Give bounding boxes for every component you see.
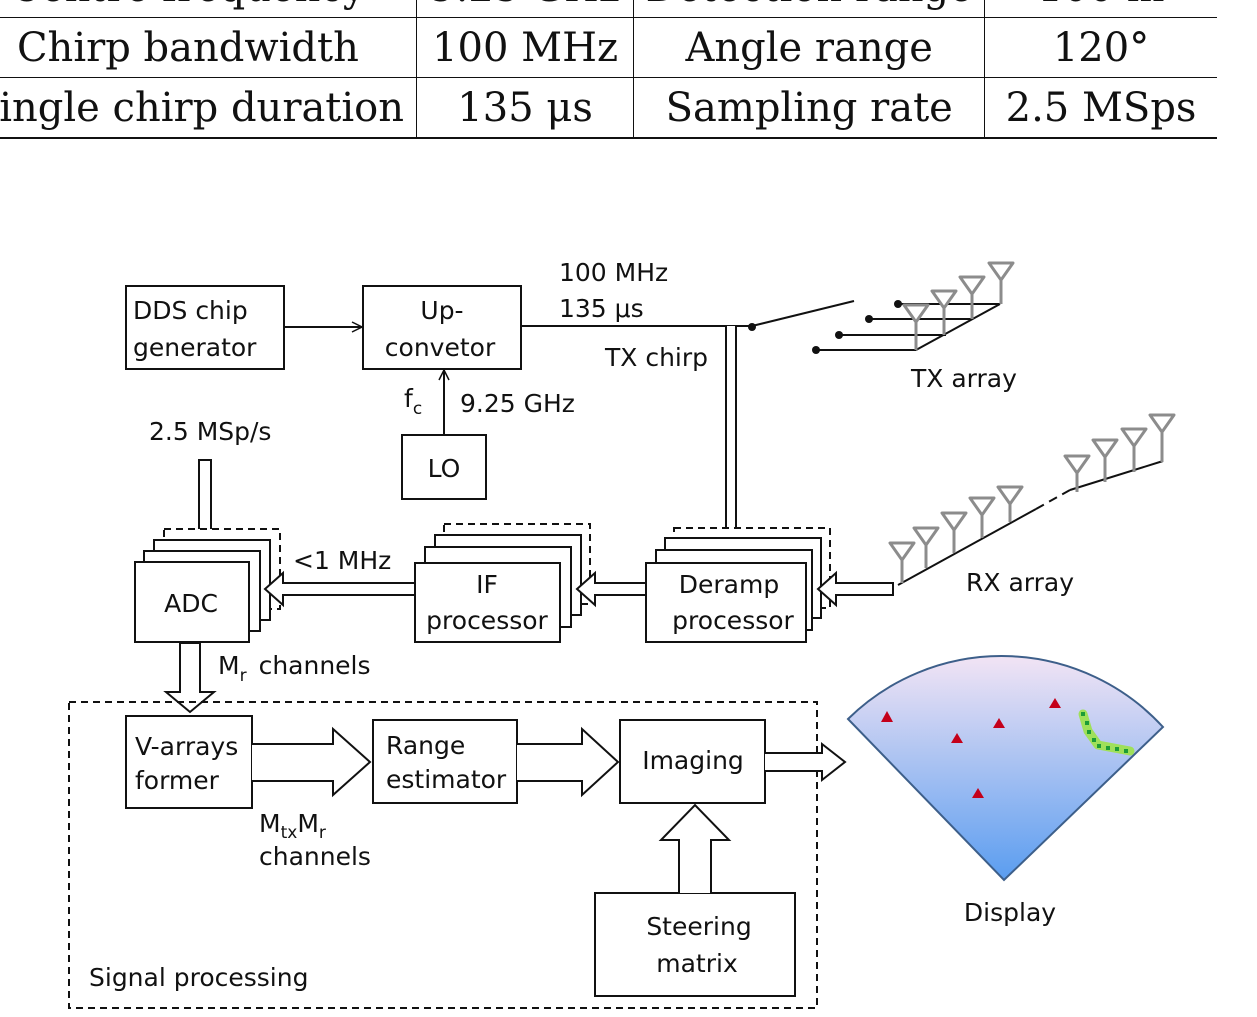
antenna-icon xyxy=(968,496,996,538)
range-label-2: estimator xyxy=(386,765,507,794)
adc-label: ADC xyxy=(164,589,218,618)
antenna-icon xyxy=(996,485,1024,522)
antenna-icon xyxy=(902,303,930,350)
table-cell: 100 MHz xyxy=(415,17,635,78)
deramp-processor-box xyxy=(645,527,831,643)
antenna-icon xyxy=(940,511,968,553)
steering-label-2: matrix xyxy=(656,949,738,978)
steering-label-1: Steering xyxy=(646,912,751,941)
imaging-box xyxy=(619,719,766,804)
if-processor-box xyxy=(414,523,591,643)
if-label-2: processor xyxy=(426,606,548,635)
antenna-icon xyxy=(958,275,986,319)
range-to-imaging-arrow xyxy=(517,726,620,798)
signal-processing-label: Signal processing xyxy=(89,963,308,992)
upconvertor-box xyxy=(362,285,522,370)
target-track xyxy=(1078,709,1135,756)
target-marker xyxy=(881,711,893,722)
rx-array xyxy=(897,460,1164,586)
antenna-icon xyxy=(912,526,940,568)
parameters-table: Centre frequency 9.25 GHz Detection rang… xyxy=(0,0,1217,139)
tx-array-label: TX array xyxy=(910,364,1017,393)
table-cell: 120° xyxy=(984,17,1217,78)
range-estimator-box xyxy=(372,719,518,804)
chirp-bandwidth-label: 100 MHz xyxy=(559,258,668,287)
antenna-icon xyxy=(987,261,1015,304)
varrays-label-1: V-arrays xyxy=(135,732,238,761)
table-cell: Angle range xyxy=(633,17,986,78)
rx-array-label: RX array xyxy=(966,568,1074,597)
adc-box xyxy=(134,528,281,643)
varrays-to-range-arrow xyxy=(252,726,372,798)
lo-frequency-label: 9.25 GHz xyxy=(460,389,575,418)
upconv-label-2: convetor xyxy=(385,333,496,362)
if-label-1: IF xyxy=(476,570,498,599)
tx-contact xyxy=(835,331,843,339)
table-cell: Chirp bandwidth xyxy=(0,17,417,78)
if-to-adc-arrow xyxy=(263,570,416,608)
signal-processing-region xyxy=(68,701,818,1009)
target-marker xyxy=(993,718,1005,728)
tx-chirp-label: TX chirp xyxy=(604,343,708,372)
tx-chirp-to-deramp-arrow xyxy=(715,326,747,554)
display-sector xyxy=(846,655,1165,882)
dds-label-2: generator xyxy=(133,333,257,362)
target-marker xyxy=(951,733,963,743)
antenna-icon xyxy=(1120,427,1148,472)
tx-switch xyxy=(751,300,855,327)
varrays-label-2: former xyxy=(135,766,220,795)
tx-contact xyxy=(812,346,820,354)
target-marker xyxy=(1049,698,1061,708)
chirp-duration-label: 135 μs xyxy=(559,294,644,323)
dds-label-1: DDS chip xyxy=(133,296,248,325)
deramp-label-1: Deramp xyxy=(679,570,779,599)
table-row: Centre frequency 9.25 GHz Detection rang… xyxy=(0,0,1217,18)
steering-matrix-box xyxy=(594,892,796,997)
tx-contact xyxy=(894,300,902,308)
lo-label: LO xyxy=(428,454,461,483)
tx-contact xyxy=(865,315,873,323)
table-row: Chirp bandwidth 100 MHz Angle range 120° xyxy=(0,17,1217,78)
table-row: Single chirp duration 135 μs Sampling ra… xyxy=(0,77,1217,139)
table-cell: 2.5 MSps xyxy=(984,77,1217,139)
display-label: Display xyxy=(964,898,1056,927)
v-arrays-former-box xyxy=(125,715,253,809)
table-cell: Single chirp duration xyxy=(0,77,417,139)
antenna-icon xyxy=(1091,438,1119,482)
imaging-label: Imaging xyxy=(642,746,744,775)
target-marker xyxy=(972,788,984,798)
deramp-to-if-arrow xyxy=(575,570,647,608)
mtx-channels-label: channels xyxy=(259,842,371,871)
mtx-mr-label: MtxMr xyxy=(259,809,326,843)
table-cell: 135 μs xyxy=(415,77,635,139)
antenna-icon xyxy=(888,541,916,583)
antenna-icon xyxy=(930,289,958,335)
antenna-icon xyxy=(1148,413,1176,462)
if-bandwidth-label: <1 MHz xyxy=(293,546,391,575)
range-label-1: Range xyxy=(386,731,465,760)
upconv-label-1: Up- xyxy=(420,296,463,325)
steering-to-imaging-arrow xyxy=(658,803,732,893)
lo-box xyxy=(401,434,487,500)
dds-chip-generator-box xyxy=(125,285,285,370)
table-cell: Sampling rate xyxy=(633,77,986,139)
antenna-icon xyxy=(1063,454,1091,492)
tx-array xyxy=(816,303,1001,351)
imaging-to-display-arrow xyxy=(765,741,847,783)
rx-to-deramp-arrow xyxy=(816,570,894,608)
fc-label: fc xyxy=(404,384,422,419)
deramp-label-2: processor xyxy=(672,606,794,635)
sampling-rate-label: 2.5 MSp/s xyxy=(149,417,271,446)
switch-pivot xyxy=(748,323,756,331)
